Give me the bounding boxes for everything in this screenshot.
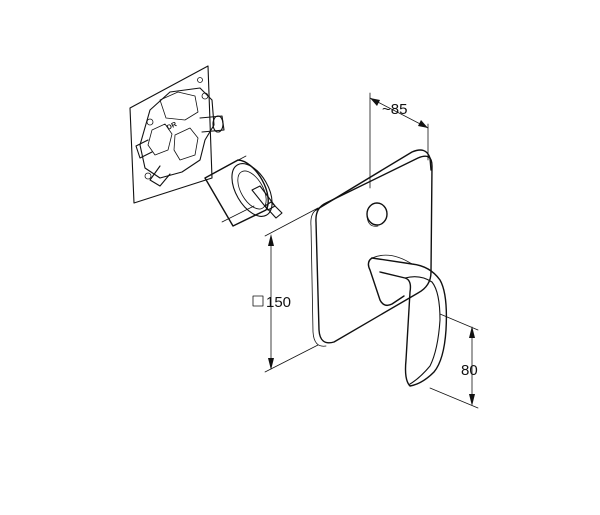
cartridge-ring xyxy=(237,170,267,210)
pipe-stub-end xyxy=(212,115,224,133)
extension-line xyxy=(429,387,479,409)
arrowhead xyxy=(268,234,274,246)
pipe-stub xyxy=(149,165,171,187)
extension-line xyxy=(264,207,319,237)
screw xyxy=(144,172,152,180)
mounting-plate xyxy=(129,65,213,204)
pipe-stub xyxy=(135,139,153,159)
dimension-lever-height: 80 xyxy=(429,313,479,409)
plate-face xyxy=(315,155,433,344)
extension-line xyxy=(439,313,479,331)
housing-detail xyxy=(173,127,199,161)
lever-handle xyxy=(367,254,448,387)
housing-detail xyxy=(147,123,173,156)
arrowhead xyxy=(469,326,475,338)
pipe-stub xyxy=(199,115,225,133)
lever-height-label: 80 xyxy=(461,362,478,379)
dimension-plate-size: 150 xyxy=(252,207,319,373)
depth-label: ~85 xyxy=(382,101,407,118)
rough-in-valve-body: DR xyxy=(129,65,283,227)
valve-housing xyxy=(139,87,215,179)
body-marking: DR xyxy=(166,121,178,132)
screw xyxy=(197,77,203,83)
housing-detail xyxy=(159,91,199,121)
plate-edge xyxy=(310,209,327,347)
spindle-tip xyxy=(264,201,283,219)
diverter-button xyxy=(366,202,388,227)
dimension-line xyxy=(369,97,429,129)
dimension-depth: ~85 xyxy=(369,92,429,189)
finish-plate xyxy=(310,149,448,387)
screw xyxy=(146,118,154,126)
arrowhead xyxy=(370,98,380,106)
plate-size-label: 150 xyxy=(266,294,291,311)
extension-line xyxy=(264,344,319,373)
screw xyxy=(201,92,209,100)
arrowhead xyxy=(469,394,475,406)
cartridge-band xyxy=(213,155,255,223)
square-symbol xyxy=(252,295,264,307)
arrowhead xyxy=(418,120,428,128)
arrowhead xyxy=(268,358,274,370)
cartridge-face xyxy=(231,163,273,217)
